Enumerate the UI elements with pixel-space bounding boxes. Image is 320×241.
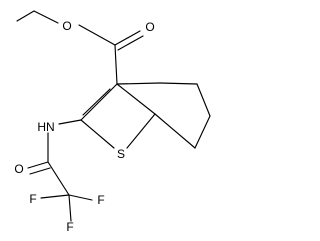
atom-label-amide-oxygen: O xyxy=(14,162,23,176)
bond-c-f2 xyxy=(68,194,93,201)
bond-c2-n xyxy=(58,119,82,125)
bond-amide-cf3 xyxy=(47,161,70,196)
atom-label-fluorine-bottom: F xyxy=(66,220,73,234)
atom-label-carbonyl-oxygen: O xyxy=(145,20,154,34)
bond-carbonyl-double-o-1 xyxy=(114,30,141,46)
bond-c6-c7 xyxy=(194,115,211,149)
bond-c7a-c3a xyxy=(116,83,156,115)
bond-carbonyl-double-o-2 xyxy=(117,35,144,51)
molecule-canvas: O O HN S O F F F xyxy=(14,10,211,234)
bond-c2-s xyxy=(80,119,115,149)
atom-label-sulfur: S xyxy=(117,147,125,161)
atom-label-fluorine-left: F xyxy=(29,192,36,206)
atom-label-ester-oxygen: O xyxy=(62,19,71,33)
bond-c5-c6 xyxy=(196,83,211,117)
bond-c3-c2-inner xyxy=(82,88,111,116)
bond-c7-c7a xyxy=(154,113,196,149)
bond-c-f1 xyxy=(40,194,70,199)
bond-c4-c5 xyxy=(159,82,198,85)
bond-amide-double-o-2 xyxy=(29,167,51,175)
bond-s-c7a xyxy=(126,113,156,149)
bond-ch2-o xyxy=(33,10,59,24)
bond-c-f3 xyxy=(68,194,72,222)
bond-ch3-ch2 xyxy=(16,10,35,22)
bond-o-carbonyl-c xyxy=(78,24,116,46)
atom-label-fluorine-right: F xyxy=(97,193,104,207)
atom-label-amine-nitrogen: HN xyxy=(37,120,54,134)
bond-c3-c2 xyxy=(80,83,118,121)
bond-carbonyl-c3 xyxy=(114,44,118,85)
bond-amide-double-o-1 xyxy=(27,161,49,169)
bond-c3a-c4 xyxy=(116,82,161,85)
molecule-structure-drawing: O O HN S O F F F xyxy=(14,10,211,234)
